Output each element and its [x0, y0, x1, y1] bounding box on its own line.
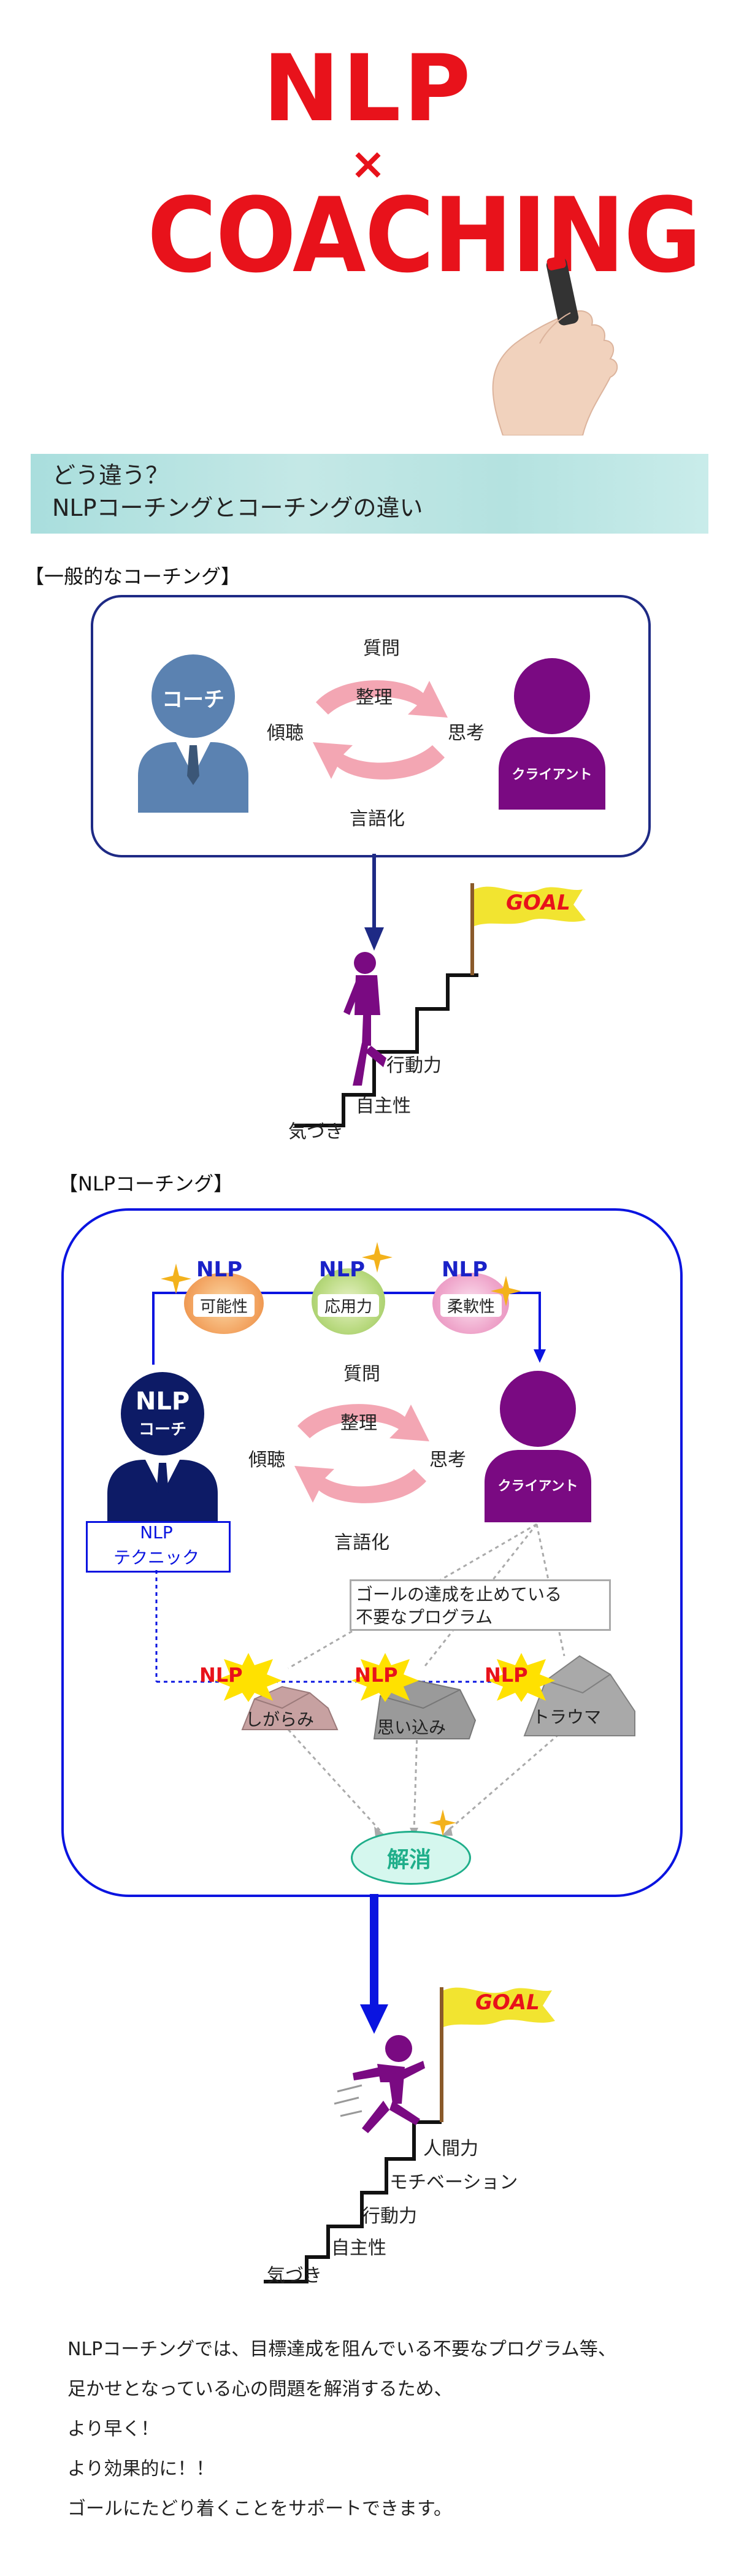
- stairs-illustration-2: [264, 1987, 555, 2283]
- program-line1: ゴールの達成を止めている: [356, 1584, 562, 1604]
- starburst-icon: [488, 1653, 555, 1702]
- down-arrow-icon: [360, 1894, 388, 2034]
- stair2-label-action: 行動力: [362, 2206, 417, 2227]
- stair-label-awareness: 気づき: [288, 1121, 343, 1143]
- starburst-icon: [215, 1653, 282, 1702]
- cycle-label-verbalize: 言語化: [350, 808, 405, 830]
- banner-line-1: どう違う？: [52, 462, 169, 489]
- client-label-2: クライアント: [497, 1479, 578, 1494]
- goal-flag-text: GOAL: [506, 891, 570, 915]
- cycle2-label-verbalize: 言語化: [334, 1532, 389, 1554]
- stair2-label-humanity: 人間力: [423, 2138, 478, 2160]
- cycle-label-think: 思考: [448, 723, 485, 744]
- starburst-icon: [351, 1653, 419, 1702]
- stairs-illustration: [294, 883, 586, 1127]
- cycle2-label-question: 質問: [343, 1363, 380, 1385]
- resolve-badge: [351, 1831, 471, 1885]
- nlp-technique-line2: テクニック: [113, 1547, 199, 1568]
- obstacle-label-ties: しがらみ: [245, 1709, 315, 1730]
- cycle-label-listen: 傾聴: [267, 723, 304, 744]
- sparkle-icon: [491, 1276, 521, 1306]
- section-label-nlp: 【NLPコーチング】: [58, 1172, 234, 1195]
- goal-flag-text-2: GOAL: [475, 1990, 540, 2015]
- skill-tag-3: NLP: [442, 1257, 488, 1282]
- stair2-label-autonomy: 自主性: [331, 2237, 386, 2259]
- client-icon: [499, 658, 605, 810]
- cycle-arrows-icon: [294, 1404, 429, 1503]
- stair-label-action: 行動力: [386, 1055, 442, 1076]
- nlp-coach-label-bottom: コーチ: [138, 1420, 186, 1439]
- stair2-label-motivation: モチベーション: [389, 2172, 518, 2193]
- program-line2: 不要なプログラム: [356, 1607, 493, 1627]
- coach-icon: [138, 654, 248, 813]
- coach-label: コーチ: [162, 688, 224, 712]
- sparkle-icon: [429, 1809, 456, 1836]
- client-icon: [485, 1371, 591, 1522]
- skill-label-application: 応用力: [318, 1294, 379, 1317]
- obstacle-tag-2: NLP: [355, 1663, 398, 1687]
- client-label: クライアント: [512, 767, 592, 783]
- down-arrow-icon: [364, 854, 384, 951]
- obstacle-label-trauma: トラウマ: [532, 1707, 602, 1727]
- hand-marker-illustration: [492, 256, 618, 435]
- footer-line-3: より早く！: [67, 2418, 159, 2440]
- cycle-arrows-icon: [313, 680, 448, 780]
- obstacle-tag-3: NLP: [485, 1663, 528, 1687]
- cycle-label-question: 質問: [363, 638, 400, 659]
- connector-lines: [155, 1523, 565, 1837]
- footer-line-1: NLPコーチングでは、目標達成を阻んでいる不要なプログラム等、: [67, 2339, 616, 2360]
- skill-tag-2: NLP: [319, 1257, 366, 1282]
- sparkle-icon: [362, 1242, 393, 1273]
- nlp-technique-box: [86, 1521, 231, 1573]
- sparkle-icon: [161, 1263, 191, 1294]
- program-box: [350, 1579, 611, 1631]
- banner: [31, 454, 708, 534]
- title-times-sign: ×: [350, 139, 386, 189]
- nlp-coach-label-top: NLP: [135, 1387, 190, 1416]
- banner-line-2: NLPコーチングとコーチングの違い: [52, 494, 423, 521]
- rock-obstacle-3: [523, 1655, 635, 1736]
- nlp-technique-line1: NLP: [140, 1522, 173, 1543]
- footer-line-4: より効果的に！！: [67, 2458, 215, 2480]
- skill-label-flexibility: 柔軟性: [440, 1294, 502, 1317]
- skill-tag-1: NLP: [196, 1257, 243, 1282]
- cycle2-label-listen: 傾聴: [248, 1449, 285, 1471]
- footer-line-2: 足かせとなっている心の問題を解消するため、: [67, 2379, 453, 2400]
- obstacle-label-assumptions: 思い込み: [377, 1717, 447, 1738]
- obstacle-tag-1: NLP: [199, 1663, 243, 1687]
- stair2-label-awareness: 気づき: [267, 2265, 322, 2287]
- section-label-general: 【一般的なコーチング】: [25, 565, 241, 588]
- nlp-coach-icon: [107, 1372, 218, 1530]
- cycle-label-organize: 整理: [356, 687, 393, 708]
- footer-line-5: ゴールにたどり着くことをサポートできます。: [67, 2498, 452, 2520]
- title-nlp: NLP: [263, 36, 473, 142]
- skill-label-possibility: 可能性: [193, 1294, 255, 1317]
- resolve-label: 解消: [386, 1847, 431, 1873]
- stair-label-autonomy: 自主性: [356, 1095, 411, 1117]
- cycle2-label-organize: 整理: [340, 1413, 377, 1434]
- cycle2-label-think: 思考: [429, 1449, 466, 1471]
